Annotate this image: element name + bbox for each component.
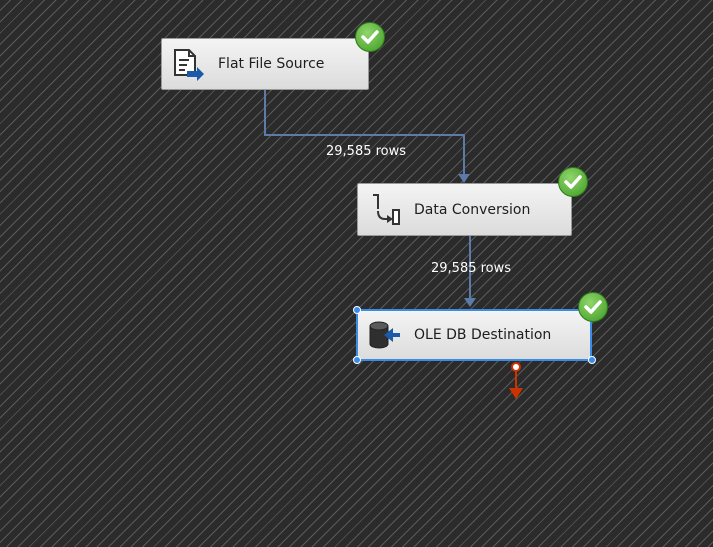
data-path-1-arrow-icon	[458, 174, 470, 183]
selection-handle-bottom-left[interactable]	[353, 356, 361, 364]
component-label: Data Conversion	[414, 201, 531, 218]
component-label: Flat File Source	[218, 56, 325, 72]
data-conversion-icon	[364, 184, 404, 235]
selection-handle-bottom-right[interactable]	[588, 356, 596, 364]
success-check-icon	[578, 292, 608, 322]
success-check-icon	[558, 167, 588, 197]
data-conversion-component[interactable]: Data Conversion	[357, 183, 572, 236]
ole-db-destination-component[interactable]: OLE DB Destination	[356, 309, 592, 361]
component-label: OLE DB Destination	[414, 327, 552, 343]
path-row-count-label: 29,585 rows	[431, 261, 512, 276]
flat-file-source-component[interactable]: Flat File Source	[161, 38, 369, 90]
data-path-2-arrow-icon	[464, 298, 476, 307]
flat-file-source-icon	[168, 39, 208, 89]
data-path-1[interactable]	[264, 90, 465, 176]
success-check-icon	[355, 22, 385, 52]
selection-handle-top-left[interactable]	[353, 306, 361, 314]
ole-db-destination-icon	[364, 311, 404, 359]
path-row-count-label: 29,585 rows	[326, 144, 407, 159]
error-output-arrow-icon[interactable]	[509, 362, 523, 399]
